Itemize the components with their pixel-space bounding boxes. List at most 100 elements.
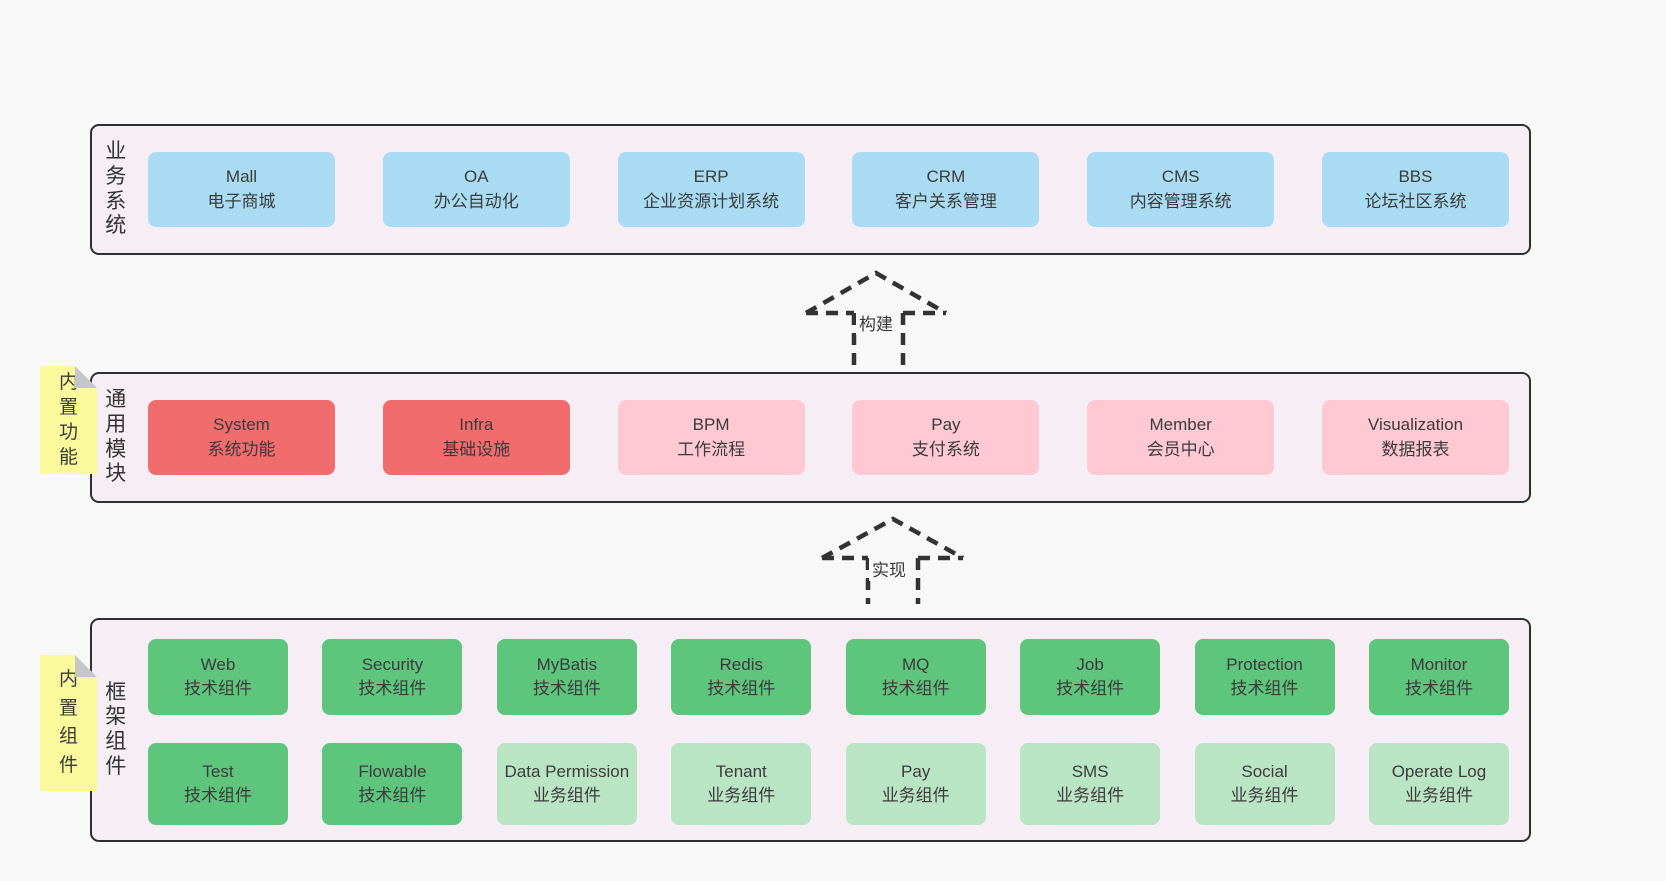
box-web-zh: 技术组件: [184, 679, 252, 698]
box-erp: ERP 企业资源计划系统: [617, 152, 805, 227]
box-test: Test 技术组件: [148, 743, 288, 825]
box-flowable-en: Flowable: [358, 761, 427, 781]
box-protection-zh: 技术组件: [1230, 679, 1299, 698]
box-job: Job 技术组件: [1020, 639, 1161, 715]
layer-label-components: 框架组件: [104, 620, 128, 840]
box-infra-zh: 基础设施: [442, 439, 511, 459]
box-visualization-zh: 数据报表: [1381, 439, 1450, 459]
box-pay-en: Pay: [931, 415, 961, 435]
box-mq: MQ 技术组件: [845, 639, 986, 715]
box-mall-zh: 电子商城: [207, 191, 276, 211]
layer-label-modules: 通用模块: [104, 374, 128, 501]
box-oa-en: OA: [464, 167, 489, 187]
box-pay-biz-en: Pay: [901, 761, 931, 781]
box-crm: CRM 客户关系管理: [852, 152, 1040, 227]
sticky-note-built-in-components: 内置组件: [40, 655, 97, 791]
box-sms: SMS 业务组件: [1020, 743, 1161, 825]
box-flowable-zh: 技术组件: [358, 786, 427, 805]
box-redis-en: Redis: [719, 654, 763, 674]
box-protection-en: Protection: [1226, 654, 1303, 674]
box-monitor: Monitor 技术组件: [1368, 639, 1509, 715]
layer-framework-components: 框架组件 Web 技术组件 Security 技术组件 MyBatis 技术组件…: [90, 618, 1531, 842]
box-oa-zh: 办公自动化: [433, 191, 519, 211]
layer-label-business-text: 业务系统: [105, 140, 127, 238]
box-sms-en: SMS: [1071, 761, 1109, 781]
box-mq-en: MQ: [901, 654, 930, 674]
business-row: Mall 电子商城 OA 办公自动化 ERP 企业资源计划系统 CRM 客户关系…: [148, 152, 1509, 227]
arrow-build-label: 构建: [856, 310, 896, 335]
box-web-en: Web: [200, 654, 236, 674]
box-crm-zh: 客户关系管理: [894, 191, 997, 211]
box-test-en: Test: [202, 761, 234, 781]
box-operate-log: Operate Log 业务组件: [1368, 743, 1509, 825]
components-row-1: Web 技术组件 Security 技术组件 MyBatis 技术组件 Redi…: [148, 639, 1509, 715]
box-flowable: Flowable 技术组件: [322, 743, 463, 825]
box-infra-en: Infra: [459, 415, 494, 435]
box-pay-biz: Pay 业务组件: [845, 743, 986, 825]
layer-label-components-text: 框架组件: [105, 680, 127, 778]
box-mall: Mall 电子商城: [148, 152, 335, 227]
sticky-note-built-in-components-text: 内置组件: [58, 669, 78, 776]
box-mybatis: MyBatis 技术组件: [496, 639, 637, 715]
layer-common-modules: 通用模块 System 系统功能 Infra 基础设施 BPM 工作流程 Pay…: [90, 372, 1531, 503]
sticky-note-built-in-features-text: 内置功能: [58, 371, 78, 469]
sticky-note-built-in-features: 内置功能: [40, 366, 97, 474]
box-security-en: Security: [361, 654, 424, 674]
box-job-en: Job: [1076, 654, 1104, 674]
box-test-zh: 技术组件: [184, 786, 252, 805]
box-oa: OA 办公自动化: [382, 152, 570, 227]
box-member-en: Member: [1149, 415, 1212, 435]
box-bpm-zh: 工作流程: [677, 439, 746, 459]
box-operate-log-en: Operate Log: [1391, 761, 1487, 781]
modules-row: System 系统功能 Infra 基础设施 BPM 工作流程 Pay 支付系统…: [148, 400, 1509, 475]
layer-label-modules-text: 通用模块: [105, 388, 127, 486]
box-monitor-en: Monitor: [1410, 654, 1468, 674]
box-visualization-en: Visualization: [1367, 415, 1464, 435]
box-social: Social 业务组件: [1194, 743, 1335, 825]
box-member-zh: 会员中心: [1146, 439, 1215, 459]
box-system-zh: 系统功能: [207, 439, 276, 459]
layer-label-business: 业务系统: [104, 126, 128, 253]
box-mall-en: Mall: [225, 167, 258, 187]
box-redis-zh: 技术组件: [707, 679, 776, 698]
box-mq-zh: 技术组件: [881, 679, 950, 698]
arrow-implement-label: 实现: [869, 556, 909, 581]
box-protection: Protection 技术组件: [1194, 639, 1335, 715]
box-bpm-en: BPM: [692, 415, 730, 435]
box-sms-zh: 业务组件: [1056, 786, 1125, 805]
box-cms-en: CMS: [1161, 167, 1200, 187]
box-cms: CMS 内容管理系统: [1087, 152, 1275, 227]
box-pay: Pay 支付系统: [852, 400, 1040, 475]
box-tenant: Tenant 业务组件: [671, 743, 812, 825]
box-bbs-en: BBS: [1398, 167, 1433, 187]
box-tenant-zh: 业务组件: [707, 786, 776, 805]
box-job-zh: 技术组件: [1056, 679, 1125, 698]
box-cms-zh: 内容管理系统: [1129, 191, 1232, 211]
box-system-en: System: [213, 415, 270, 435]
box-web: Web 技术组件: [148, 639, 288, 715]
box-security-zh: 技术组件: [358, 679, 427, 698]
components-row-2: Test 技术组件 Flowable 技术组件 Data Permission …: [148, 743, 1509, 825]
box-monitor-zh: 技术组件: [1404, 679, 1473, 698]
layer-business-systems: 业务系统 Mall 电子商城 OA 办公自动化 ERP 企业资源计划系统 CRM…: [90, 124, 1531, 255]
box-bpm: BPM 工作流程: [617, 400, 805, 475]
box-bbs: BBS 论坛社区系统: [1321, 152, 1509, 227]
box-erp-en: ERP: [693, 167, 729, 187]
box-crm-en: CRM: [926, 167, 966, 187]
box-system: System 系统功能: [148, 400, 335, 475]
box-visualization: Visualization 数据报表: [1321, 400, 1509, 475]
box-pay-biz-zh: 业务组件: [881, 786, 950, 805]
box-redis: Redis 技术组件: [671, 639, 812, 715]
box-operate-log-zh: 业务组件: [1404, 786, 1473, 805]
box-tenant-en: Tenant: [715, 761, 767, 781]
box-social-zh: 业务组件: [1230, 786, 1299, 805]
box-erp-zh: 企业资源计划系统: [643, 191, 780, 211]
box-mybatis-en: MyBatis: [536, 654, 598, 674]
box-pay-zh: 支付系统: [911, 439, 980, 459]
box-data-permission-en: Data Permission: [504, 761, 630, 781]
box-mybatis-zh: 技术组件: [532, 679, 601, 698]
box-security: Security 技术组件: [322, 639, 463, 715]
box-bbs-zh: 论坛社区系统: [1364, 191, 1467, 211]
box-member: Member 会员中心: [1087, 400, 1275, 475]
